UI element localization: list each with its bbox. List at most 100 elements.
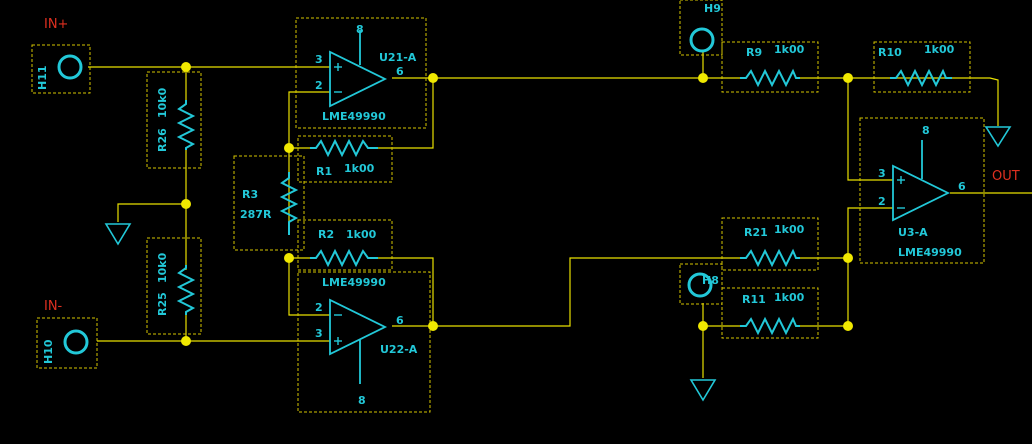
frame-r10 bbox=[873, 41, 971, 93]
u21-pin-minus: 2 bbox=[315, 79, 323, 92]
wire-u3-plus bbox=[847, 78, 893, 181]
junction-dot bbox=[181, 62, 191, 72]
wire-r21-r11-join bbox=[800, 257, 849, 327]
connectors bbox=[57, 27, 715, 355]
connector-h8-label: H8 bbox=[702, 274, 719, 287]
resistor-r25-ref: R25 bbox=[156, 292, 169, 316]
resistor-r3-value: 287R bbox=[240, 208, 272, 221]
frame-r9 bbox=[721, 41, 819, 93]
wire-u3-minus bbox=[847, 207, 893, 258]
u21-pin-out: 6 bbox=[396, 65, 404, 78]
u22-part: LME49990 bbox=[322, 276, 386, 289]
frame-h9 bbox=[679, 0, 723, 56]
junction-dot bbox=[284, 143, 294, 153]
net-label-out: OUT bbox=[992, 169, 1020, 184]
u22-pin-out: 6 bbox=[396, 314, 404, 327]
wire-u22-inv bbox=[288, 258, 330, 316]
net-label-in-minus: IN- bbox=[44, 299, 63, 314]
connector-h8-icon[interactable] bbox=[687, 272, 713, 298]
frame-u22 bbox=[297, 271, 431, 413]
u3-pin-supply: 8 bbox=[922, 124, 930, 137]
frame-r3 bbox=[233, 155, 305, 251]
frame-r1 bbox=[297, 135, 393, 183]
resistor-r2-value: 1k00 bbox=[346, 228, 377, 241]
resistor-r2-ref: R2 bbox=[318, 228, 334, 241]
u21-part: LME49990 bbox=[322, 110, 386, 123]
frame-h10 bbox=[36, 317, 98, 369]
u3-ref: U3-A bbox=[898, 226, 928, 239]
u3-pin-plus: 3 bbox=[878, 167, 886, 180]
connector-h11-icon[interactable] bbox=[57, 54, 83, 80]
resistor-r21-icon[interactable] bbox=[740, 248, 800, 268]
opamp-u22-icon[interactable] bbox=[329, 298, 388, 356]
resistor-r26-value: 10k0 bbox=[156, 87, 169, 118]
resistor-r11-value: 1k00 bbox=[774, 291, 805, 304]
resistor-r3-icon[interactable] bbox=[279, 172, 299, 235]
opamp-u21-icon[interactable] bbox=[329, 50, 388, 108]
u3-pin-minus: 2 bbox=[878, 195, 886, 208]
resistor-r9-icon[interactable] bbox=[740, 68, 800, 88]
junction-dot bbox=[428, 73, 438, 83]
opamp-polarity-marks bbox=[334, 63, 905, 345]
connector-h9-icon[interactable] bbox=[689, 27, 715, 53]
junction-dot bbox=[181, 199, 191, 209]
connector-h9-label: H9 bbox=[704, 2, 721, 15]
opamp-u3-icon[interactable] bbox=[892, 164, 951, 222]
u22-pin-minus: 2 bbox=[315, 301, 323, 314]
u21-ref: U21-A bbox=[379, 51, 417, 64]
u3-part: LME49990 bbox=[898, 246, 962, 259]
resistor-r1-ref: R1 bbox=[316, 165, 332, 178]
connector-h10-icon[interactable] bbox=[63, 329, 89, 355]
u3-pin-out: 6 bbox=[958, 180, 966, 193]
frame-r25 bbox=[146, 237, 202, 335]
frame-r21 bbox=[721, 217, 819, 271]
u22-ref: U22-A bbox=[380, 343, 418, 356]
connector-h11-label: H11 bbox=[36, 65, 49, 90]
junction-dot bbox=[843, 253, 853, 263]
junction-dot bbox=[843, 73, 853, 83]
ground-icon bbox=[984, 126, 1012, 148]
frame-r11 bbox=[721, 287, 819, 339]
resistor-r21-ref: R21 bbox=[744, 226, 768, 239]
opamp-bodies bbox=[329, 30, 951, 384]
net-label-in-plus: IN+ bbox=[44, 17, 68, 32]
resistor-r25-icon[interactable] bbox=[176, 265, 196, 315]
resistor-r10-value: 1k00 bbox=[924, 43, 955, 56]
junction-dot bbox=[181, 336, 191, 346]
resistor-r21-value: 1k00 bbox=[774, 223, 805, 236]
ground-icon bbox=[689, 379, 717, 402]
resistor-r9-ref: R9 bbox=[746, 46, 762, 59]
resistor-r1-value: 1k00 bbox=[344, 162, 375, 175]
resistor-r10-icon[interactable] bbox=[890, 68, 952, 88]
u21-pin-plus: 3 bbox=[315, 53, 323, 66]
wire-u22-out bbox=[392, 257, 740, 327]
resistor-r11-icon[interactable] bbox=[740, 316, 800, 336]
grounds bbox=[104, 126, 1012, 402]
junction-dot bbox=[284, 253, 294, 263]
u22-pin-plus: 3 bbox=[315, 327, 323, 340]
wire-ground-left bbox=[117, 203, 186, 222]
resistor-r1-icon[interactable] bbox=[310, 138, 378, 158]
wire-r1-right bbox=[378, 78, 434, 149]
junction-dot bbox=[698, 73, 708, 83]
resistor-r10-ref: R10 bbox=[878, 46, 902, 59]
ground-icon bbox=[104, 223, 132, 246]
frame-r26 bbox=[146, 71, 202, 169]
u21-pin-supply: 8 bbox=[356, 23, 364, 36]
u22-pin-supply: 8 bbox=[358, 394, 366, 407]
frame-h8 bbox=[679, 263, 723, 305]
resistor-r9-value: 1k00 bbox=[774, 43, 805, 56]
resistor-r2-icon[interactable] bbox=[310, 248, 378, 268]
resistor-r26-icon[interactable] bbox=[176, 100, 196, 150]
frame-u3 bbox=[859, 117, 985, 264]
wire-r2-right bbox=[378, 257, 434, 326]
frame-r2 bbox=[297, 219, 393, 271]
resistor-r25-value: 10k0 bbox=[156, 252, 169, 283]
resistor-bodies bbox=[176, 68, 952, 336]
junctions bbox=[181, 62, 853, 346]
frame-u21 bbox=[295, 17, 427, 129]
frame-h11 bbox=[31, 44, 91, 94]
resistor-r26-ref: R26 bbox=[156, 128, 169, 152]
